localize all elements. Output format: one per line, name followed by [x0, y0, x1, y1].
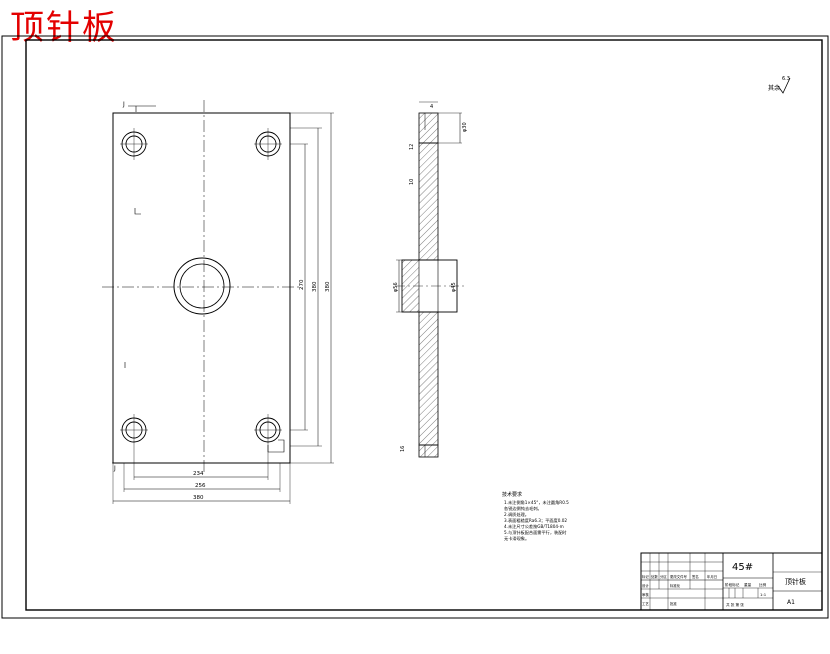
row-label-5: 年月日 [707, 574, 717, 579]
dim-step: 12 [409, 144, 415, 150]
title-block: 45# 顶针板 A1 标记 处数 分区 更改文件号 签名 年月日 设计 审核 工… [640, 552, 823, 611]
tech-requirements: 技术要求 1.未注倒角1×45°，未注圆角R0.5 各锐边倒钝去毛刺。 2.调质… [502, 491, 569, 542]
left-value-1: 批准 [670, 601, 677, 606]
section-mark-bottom: J [113, 465, 116, 472]
row-label-4: 签名 [692, 574, 699, 579]
tech-item-7: 无卡滞现象。 [504, 535, 529, 542]
dim-width-mid: 256 [195, 483, 206, 489]
dim-height-mid: 380 [312, 281, 318, 292]
left-label-0: 设计 [642, 583, 649, 588]
dim-hub-dia: φ45 [451, 282, 457, 292]
outer-border [1, 35, 829, 619]
row-label-2: 分区 [660, 574, 667, 579]
corner-hole-br [254, 414, 282, 446]
dim-top-hole: φ30 [462, 122, 468, 132]
front-horizontal-dims: 234 256 380 [112, 446, 291, 504]
section-mark-top: J [122, 101, 125, 108]
scale-label: 比例 [759, 582, 767, 587]
dim-top-thk: 4 [430, 104, 433, 110]
corner-hole-tl [120, 128, 148, 160]
center-bore [173, 257, 231, 315]
corner-hole-bl [120, 414, 148, 446]
dim-width-inner: 234 [193, 471, 204, 477]
tech-item-3: 2.调质处理。 [504, 511, 529, 518]
left-label-2: 工艺 [642, 601, 649, 606]
row-label-1: 处数 [651, 574, 658, 579]
tech-item-6: 5.与顶针板配合面需平行，装配时 [504, 529, 567, 536]
side-section-view [395, 112, 465, 458]
weight-label: 重量 [744, 582, 752, 587]
left-value-0: 标准化 [670, 583, 681, 588]
front-vertical-dims: 270 380 380 [290, 112, 334, 464]
corner-hole-tr [254, 128, 282, 160]
tech-item-1: 1.未注倒角1×45°，未注圆角R0.5 [504, 499, 569, 506]
dim-hub-depth: 10 [409, 179, 415, 185]
dim-width-outer: 380 [193, 495, 204, 501]
tech-heading: 技术要求 [502, 491, 522, 498]
svg-text:其余: 其余 [768, 84, 780, 92]
dim-height-outer: 380 [325, 281, 331, 292]
front-view: J J [102, 100, 300, 475]
page-title: 顶针板 [10, 8, 118, 48]
inner-border [25, 39, 823, 611]
scale-value: 1:1 [760, 592, 767, 597]
dim-bottom: 16 [400, 446, 406, 452]
tech-item-5: 4.未注尺寸公差按GB/T1804-m [504, 523, 564, 530]
sheet-label: 共 张 第 张 [726, 602, 744, 607]
dim-height-inner: 270 [299, 279, 305, 290]
part-name: 顶针板 [785, 577, 806, 586]
left-label-1: 审核 [642, 592, 649, 597]
side-dims: 4 φ30 12 10 φ56 φ45 16 [393, 101, 468, 452]
tech-item-2: 各锐边倒钝去毛刺。 [504, 505, 542, 512]
stage-label: 阶段标记 [725, 582, 740, 587]
dim-bore: φ56 [393, 282, 399, 292]
roughness-symbol: 其余 6.3 [768, 76, 791, 94]
sheet-size: A1 [787, 599, 795, 606]
tech-item-4: 3.表面粗糙度Ra6.3；平面度0.02 [504, 517, 567, 524]
roughness-value: 6.3 [782, 76, 790, 82]
row-label-3: 更改文件号 [670, 574, 688, 579]
material: 45# [732, 562, 753, 573]
row-label-0: 标记 [642, 574, 649, 579]
